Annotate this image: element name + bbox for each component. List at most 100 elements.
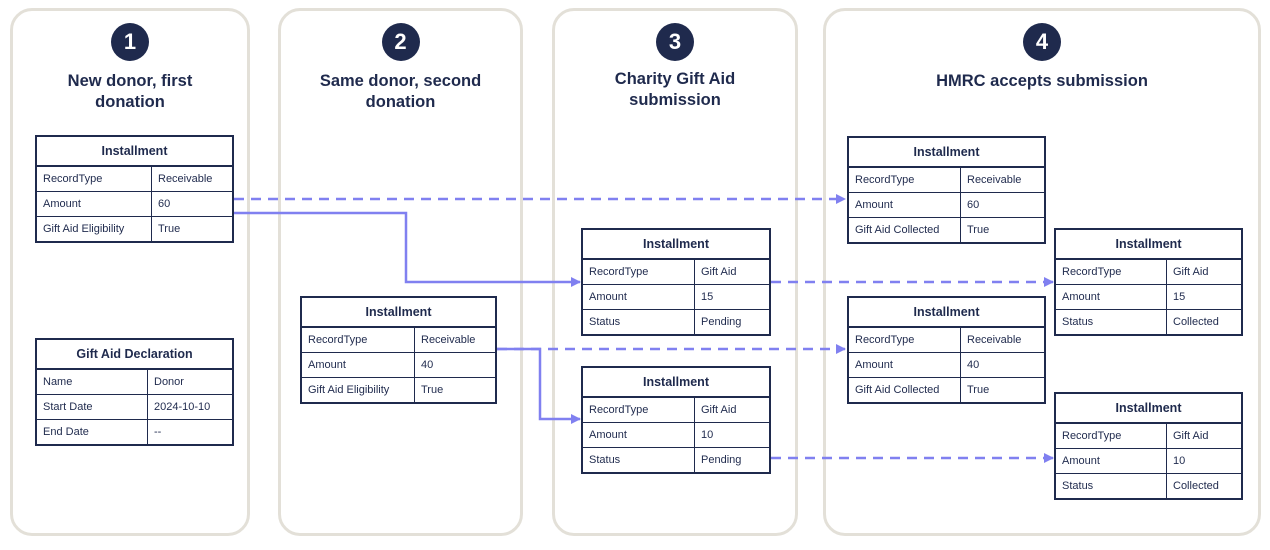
row-value: 40 — [967, 359, 980, 371]
table-row: Gift Aid Collected True — [849, 378, 1044, 402]
table-title: Installment — [849, 298, 1044, 328]
row-key: RecordType — [37, 167, 152, 191]
row-key: Amount — [37, 192, 152, 216]
row-key: Amount — [1056, 285, 1167, 309]
row-key: RecordType — [583, 260, 695, 284]
panel-title-2: Same donor, second donation — [319, 72, 482, 111]
row-key: RecordType — [849, 168, 961, 192]
row-key: Status — [583, 448, 695, 472]
table-row: Name Donor — [37, 370, 232, 395]
row-key: Amount — [583, 423, 695, 447]
row-key: Start Date — [37, 395, 148, 419]
row-key: Status — [583, 310, 695, 334]
table-row: RecordType Gift Aid — [583, 260, 769, 285]
row-value: 15 — [701, 291, 714, 303]
table-row: Status Pending — [583, 448, 769, 472]
step-badge-2: 2 — [381, 23, 420, 61]
table-title: Gift Aid Declaration — [37, 340, 232, 370]
row-value: 60 — [158, 198, 171, 210]
row-value: Receivable — [967, 174, 1022, 186]
table-p1-declaration: Gift Aid Declaration Name Donor Start Dat… — [35, 338, 234, 446]
row-key: Amount — [849, 353, 961, 377]
row-key: Amount — [849, 193, 961, 217]
step-badge-3: 3 — [656, 23, 694, 61]
table-row: Amount 60 — [37, 192, 232, 217]
row-key: RecordType — [1056, 260, 1167, 284]
table-title: Installment — [302, 298, 495, 328]
row-key: RecordType — [583, 398, 695, 422]
row-key: Amount — [1056, 449, 1167, 473]
row-value: Pending — [701, 454, 742, 466]
row-value: Receivable — [967, 334, 1022, 346]
arrow-p2-to-p3-giftaid — [497, 347, 581, 424]
row-value: Gift Aid — [701, 266, 737, 278]
row-key: Gift Aid Collected — [849, 218, 961, 242]
table-row: Amount 10 — [1056, 449, 1241, 474]
row-key: RecordType — [302, 328, 415, 352]
row-value: Receivable — [158, 173, 213, 185]
row-key: Gift Aid Eligibility — [302, 378, 415, 402]
table-title: Installment — [37, 137, 232, 167]
table-title: Installment — [583, 230, 769, 260]
row-value: Collected — [1173, 480, 1219, 492]
row-value: True — [967, 224, 990, 236]
table-p4-installment-b: Installment RecordType Receivable Amount 4… — [847, 296, 1046, 404]
table-row: Gift Aid Collected True — [849, 218, 1044, 242]
panel-1: 1 New donor, first donation — [10, 8, 250, 536]
table-title: Installment — [1056, 230, 1241, 260]
row-value: -- — [154, 426, 162, 438]
table-row: Amount 15 — [583, 285, 769, 310]
row-key: Name — [37, 370, 148, 394]
row-value: True — [158, 223, 181, 235]
row-value: Donor — [154, 376, 184, 388]
table-row: RecordType Receivable — [849, 328, 1044, 353]
row-value: Gift Aid — [701, 404, 737, 416]
table-row: RecordType Gift Aid — [1056, 260, 1241, 285]
row-key: Amount — [302, 353, 415, 377]
row-key: Amount — [583, 285, 695, 309]
panel-2: 2 Same donor, second donation — [278, 8, 523, 536]
table-title: Installment — [1056, 394, 1241, 424]
row-key: Gift Aid Eligibility — [37, 217, 152, 241]
row-key: End Date — [37, 420, 148, 444]
step-badge-1: 1 — [111, 23, 149, 61]
row-value: True — [421, 384, 444, 396]
panel-title-1: New donor, first donation — [67, 72, 193, 111]
row-key: RecordType — [1056, 424, 1167, 448]
step-badge-4: 4 — [1023, 23, 1061, 61]
row-value: 10 — [1173, 455, 1186, 467]
table-row: Amount 40 — [302, 353, 495, 378]
table-row: Gift Aid Eligibility True — [302, 378, 495, 402]
row-value: Gift Aid — [1173, 266, 1209, 278]
table-row: Start Date 2024-10-10 — [37, 395, 232, 420]
table-row: RecordType Receivable — [849, 168, 1044, 193]
row-key: Gift Aid Collected — [849, 378, 961, 402]
row-value: Pending — [701, 316, 742, 328]
table-p2-installment: Installment RecordType Receivable Amount 4… — [300, 296, 497, 404]
row-key: RecordType — [849, 328, 961, 352]
table-row: Status Pending — [583, 310, 769, 334]
table-row: Gift Aid Eligibility True — [37, 217, 232, 241]
row-value: 2024-10-10 — [154, 401, 211, 413]
row-value: True — [967, 384, 990, 396]
row-key: Status — [1056, 474, 1167, 498]
table-row: RecordType Receivable — [302, 328, 495, 353]
panel-title-3: Charity Gift Aid submission — [614, 70, 736, 109]
table-row: RecordType Gift Aid — [583, 398, 769, 423]
table-row: End Date -- — [37, 420, 232, 444]
table-title: Installment — [583, 368, 769, 398]
row-value: 40 — [421, 359, 434, 371]
table-p1-installment: Installment RecordType Receivable Amount 6… — [35, 135, 234, 243]
arrow-p1-to-p3-giftaid — [234, 211, 581, 287]
row-value: Receivable — [421, 334, 476, 346]
